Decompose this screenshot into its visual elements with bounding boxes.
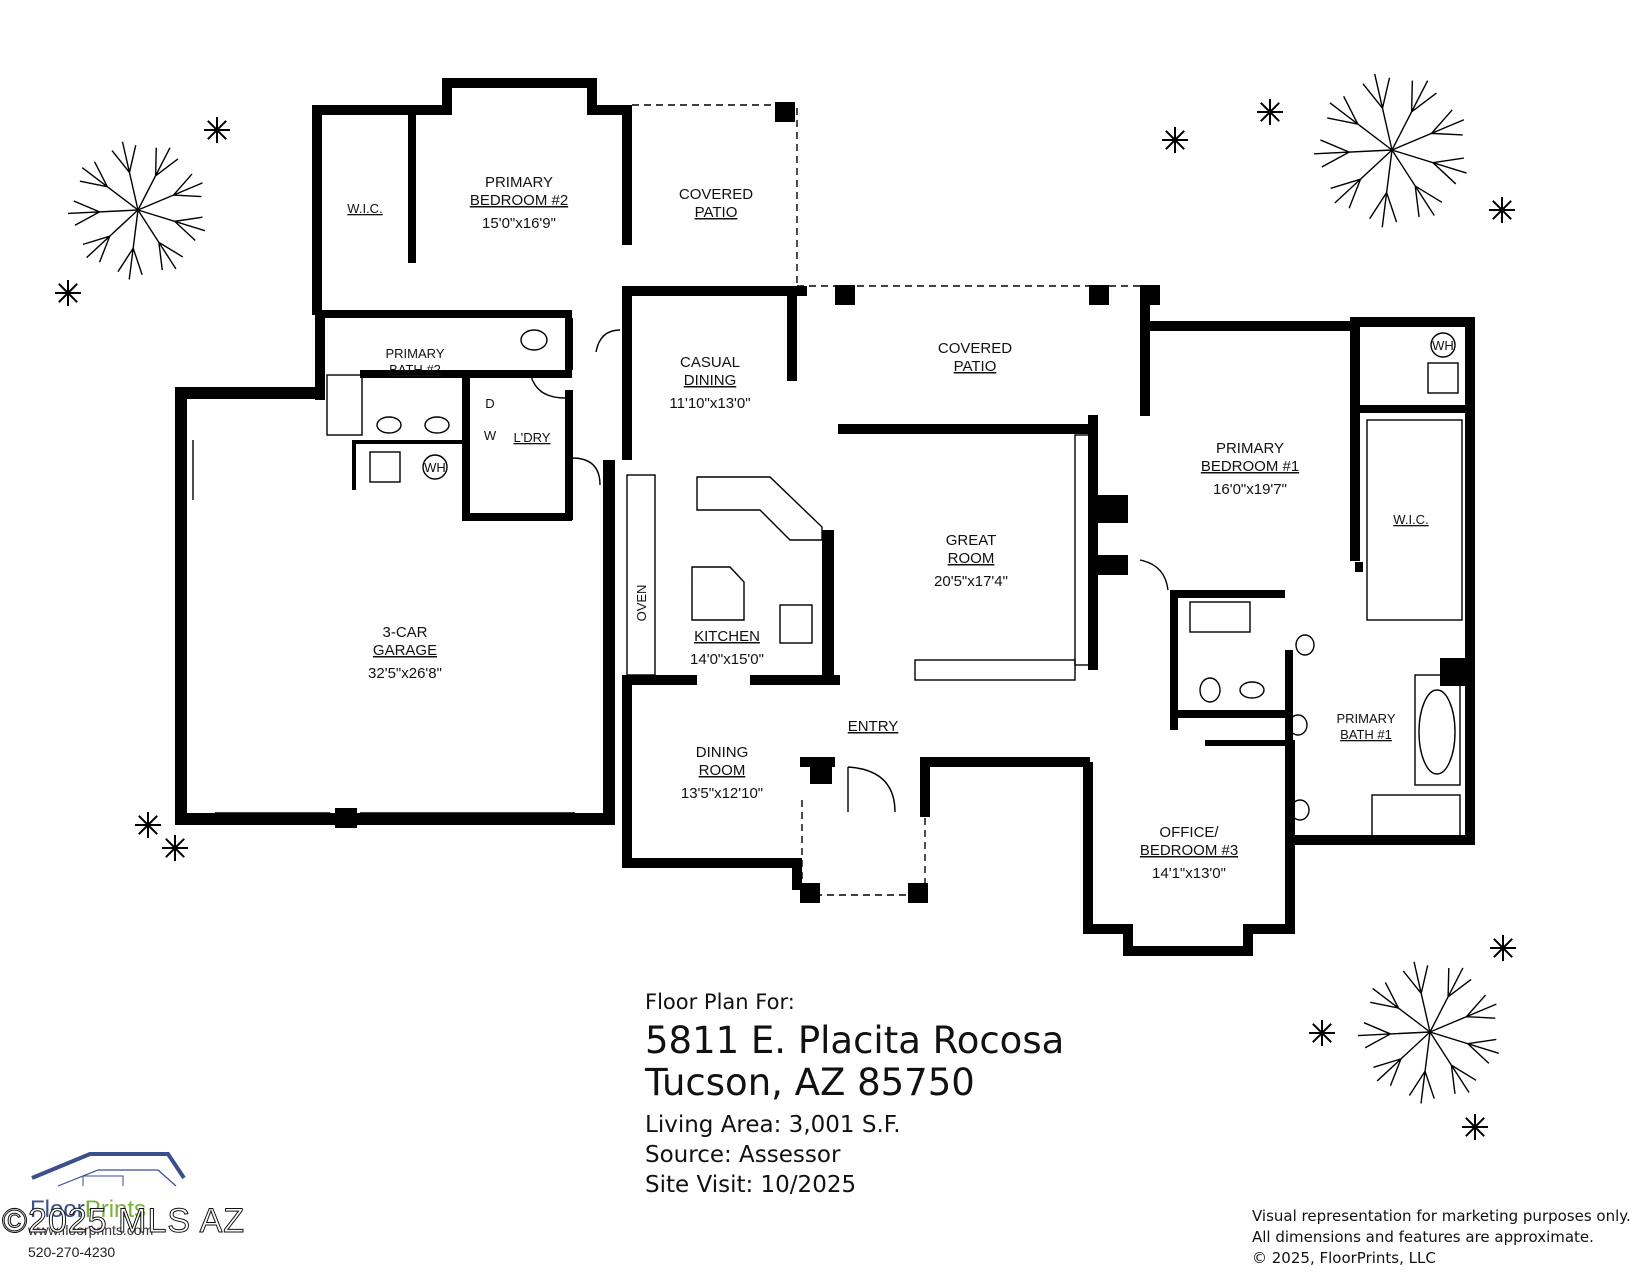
brand-name-a: Floor [30,1196,85,1223]
shrub-icon [1257,99,1283,125]
great-room-name2: ROOM [948,550,995,567]
office-name2: BEDROOM #3 [1140,842,1238,859]
dining-room-name2: ROOM [699,762,746,779]
primary-bedroom-2-name2: BEDROOM #2 [470,192,568,209]
trees [55,73,1516,1140]
disclaimer-line1: Visual representation for marketing purp… [1252,1207,1631,1225]
disclaimer-line2: All dimensions and features are approxim… [1252,1228,1594,1246]
disclaimer: Visual representation for marketing purp… [1252,1206,1631,1269]
floorprints-logo: FloorPrints www.floorprints.com 520-270-… [28,1148,258,1268]
water-heater-right-label: WH [1432,338,1454,353]
primary-bath-1-name2: BATH #1 [1340,727,1392,742]
shrub-icon [1490,935,1516,961]
oven-label: OVEN [634,585,649,622]
primary-bath-2-name1: PRIMARY [386,346,445,361]
shrub-icon [1489,197,1515,223]
garage-name1: 3-CAR [382,624,427,641]
fixtures [192,78,1463,948]
wic-left-label: W.I.C. [347,201,382,216]
primary-bath-1-name1: PRIMARY [1337,711,1396,726]
brand-phone: 520-270-4230 [28,1244,116,1260]
office-dims: 14'1"x13'0" [1152,865,1226,882]
house-roof-icon [31,1152,186,1187]
casual-dining-dims: 11'10"x13'0" [669,395,750,412]
entry-name: ENTRY [848,718,899,735]
primary-bedroom-1-name1: PRIMARY [1216,440,1284,457]
shrub-icon [1309,1020,1335,1046]
garage-dims: 32'5"x26'8" [368,665,442,682]
casual-dining-name1: CASUAL [680,354,740,371]
dining-room-name1: DINING [696,744,749,761]
tree-icon [68,141,206,280]
shrub-icon [1462,1114,1488,1140]
address-line2: Tucson, AZ 85750 [645,1061,975,1104]
covered-patio-center-name1: COVERED [938,340,1012,357]
office-name1: OFFICE/ [1159,824,1219,841]
disclaimer-line3: © 2025, FloorPrints, LLC [1252,1249,1436,1267]
kitchen-dims: 14'0"x15'0" [690,651,764,668]
brand-url: www.floorprints.com [28,1222,154,1238]
shrub-icon [162,835,188,861]
room-labels: W.I.C. PRIMARY BEDROOM #2 15'0"x16'9" CO… [347,174,1454,882]
covered-patio-top-name2: PATIO [695,204,738,221]
primary-bedroom-2-dims: 15'0"x16'9" [482,215,556,232]
casual-dining-name2: DINING [684,372,737,389]
laundry-label: L'DRY [514,430,551,445]
dining-room-dims: 13'5"x12'10" [681,785,763,802]
water-heater-left-label: WH [424,460,446,475]
shrub-icon [135,812,161,838]
brand-name: FloorPrints [30,1196,146,1224]
walls [175,78,1475,956]
tree-icon [1358,961,1499,1104]
shrub-icon [1162,127,1188,153]
great-room-name1: GREAT [946,532,997,549]
wic-right-label: W.I.C. [1393,512,1428,527]
shrub-icon [204,117,230,143]
garage-name2: GARAGE [373,642,437,659]
tree-icon [1314,73,1467,228]
covered-patio-top-name1: COVERED [679,186,753,203]
property-info: Floor Plan For: 5811 E. Placita Rocosa T… [645,990,1064,1200]
great-room-dims: 20'5"x17'4" [934,573,1008,590]
living-area: Living Area: 3,001 S.F. [645,1112,901,1138]
brand-name-b: Prints [84,1196,147,1223]
primary-bedroom-1-dims: 16'0"x19'7" [1213,481,1287,498]
primary-bath-2-name2: BATH #2 [389,362,441,377]
address-line1: 5811 E. Placita Rocosa [645,1019,1065,1062]
shrub-icon [55,280,81,306]
mls-watermark: ©2025 MLS AZ [1,1202,246,1241]
primary-bedroom-2-name1: PRIMARY [485,174,553,191]
dryer-label: D [485,396,494,411]
covered-patio-center-name2: PATIO [954,358,997,375]
primary-bedroom-1-name2: BEDROOM #1 [1201,458,1299,475]
site-visit: Site Visit: 10/2025 [645,1172,857,1198]
kitchen-name: KITCHEN [694,628,760,645]
source: Source: Assessor [645,1142,841,1168]
floor-plan-intro: Floor Plan For: [645,990,795,1014]
washer-label: W [484,428,497,443]
